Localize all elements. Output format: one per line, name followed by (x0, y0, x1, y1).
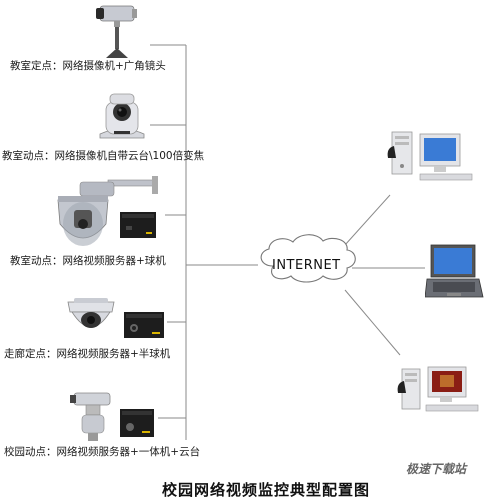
camera-point-label-3: 教室动点：网络视频服务器+球机 (10, 255, 166, 267)
mini-dome-icon (66, 290, 168, 346)
diagram-title: 校园网络视频监控典型配置图 (162, 481, 371, 499)
internet-label: INTERNET (272, 258, 341, 273)
internet-cloud (260, 234, 356, 283)
box-camera-icon (92, 2, 142, 64)
camera-point-label-2: 教室动点：网络摄像机自带云台\100倍变焦 (2, 150, 205, 162)
camera-point-label-4: 走廊定点：网络视频服务器+半球机 (4, 348, 171, 360)
desktop-computer-icon (396, 365, 486, 419)
watermark: 极速下载站 (406, 462, 467, 476)
terminal-link-3 (344, 289, 401, 356)
laptop-computer-icon (424, 243, 485, 305)
terminal-link-1 (344, 194, 391, 246)
speed-dome-icon (50, 176, 165, 258)
ptz-camera-icon (94, 84, 150, 144)
camera-point-label-1: 教室定点：网络摄像机+广角镜头 (10, 60, 166, 72)
outdoor-ptz-icon (68, 387, 158, 447)
desktop-computer-icon (386, 128, 476, 190)
camera-point-label-5: 校园动点：网络视频服务器+一体机+云台 (4, 446, 201, 458)
